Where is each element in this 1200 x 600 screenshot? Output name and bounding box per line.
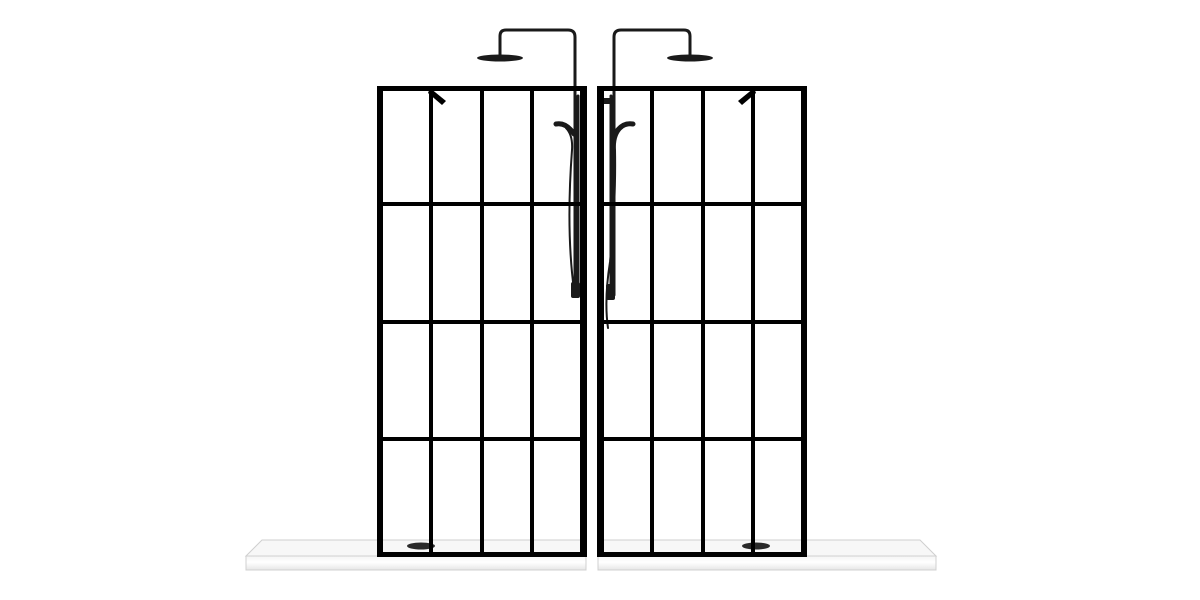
right-rain-arm — [612, 28, 692, 297]
left-glass-panel — [377, 86, 587, 557]
left-hose — [565, 127, 575, 291]
right-rain-head-icon — [667, 54, 713, 62]
right-shower-fixture — [603, 28, 713, 329]
left-tray-drain — [407, 542, 435, 550]
right-wall-bracket-icon — [738, 88, 756, 105]
right-hand-shower-icon — [612, 121, 636, 137]
right-tray-drain — [742, 542, 770, 550]
left-rain-arm — [498, 28, 577, 297]
right-glass-panel — [597, 86, 807, 557]
left-wall-bracket-icon — [428, 88, 446, 105]
left-rain-head-icon — [477, 54, 523, 62]
left-shower-fixture — [477, 28, 580, 298]
shower-trays — [244, 539, 938, 571]
left-hand-shower-icon — [553, 121, 577, 137]
